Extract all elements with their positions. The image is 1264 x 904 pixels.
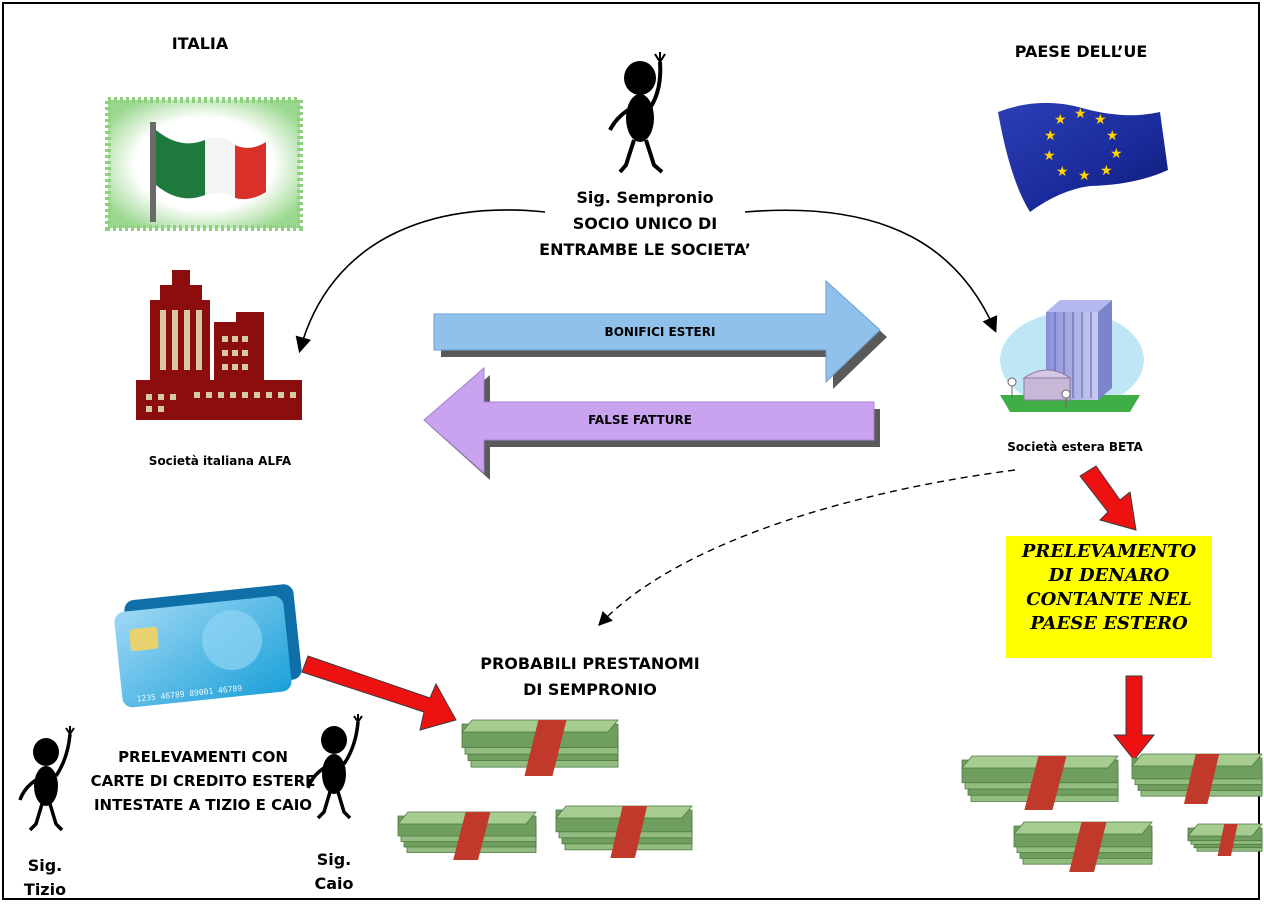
building-alfa-icon: [136, 270, 302, 420]
false-invoice-label: FALSE FATTURE: [588, 413, 692, 427]
credit-card-icon: 1235 46789 89001 46789: [114, 584, 302, 708]
company-alfa-label: Società italiana ALFA: [148, 454, 292, 468]
money-stack-icon: [961, 755, 1119, 810]
red-arrow-card-to-money: [301, 655, 457, 731]
svg-text:★: ★: [1043, 148, 1056, 164]
money-stack-icon: [555, 805, 693, 858]
eu-flag-icon: ★ ★ ★ ★ ★ ★ ★ ★ ★ ★: [998, 102, 1168, 212]
sempronio-role-line2: ENTRAMBE LE SOCIETA’: [539, 240, 751, 259]
building-beta-icon: [1000, 300, 1144, 412]
money-stack-icon: [461, 719, 619, 776]
svg-text:★: ★: [1110, 146, 1123, 162]
wire-transfer-arrow: [433, 279, 887, 389]
beta-to-nominees-arrow: [598, 469, 1016, 627]
withdrawal-line: CONTANTE NEL: [1026, 589, 1192, 610]
sempronio-role-line1: SOCIO UNICO DI: [572, 214, 718, 233]
money-stack-icon: [1013, 821, 1153, 872]
nominees-line1: PROBABILI PRESTANOMI: [480, 654, 700, 673]
caio-label-line2: Caio: [314, 874, 354, 893]
withdrawal-text: PRELEVAMENTO DI DENARO CONTANTE NEL PAES…: [1006, 540, 1212, 636]
svg-text:★: ★: [1054, 112, 1067, 128]
italy-title: ITALIA: [171, 34, 229, 53]
withdrawal-box: [1006, 536, 1212, 658]
tizio-label-line1: Sig.: [27, 856, 63, 875]
withdrawal-line: PAESE ESTERO: [1030, 613, 1188, 634]
svg-text:★: ★: [1100, 163, 1113, 179]
svg-text:★: ★: [1078, 168, 1091, 184]
italy-flag-icon: [105, 97, 303, 231]
money-stack-icon: [1131, 753, 1263, 804]
company-beta-label: Società estera BETA: [1007, 440, 1143, 454]
eu-title: PAESE DELL’UE: [1014, 42, 1148, 61]
red-arrow-to-withdrawal: [1079, 465, 1137, 531]
owner-to-alfa-arrow: [295, 209, 546, 354]
person-icon: [608, 52, 666, 174]
card-withdrawals-line2: CARTE DI CREDITO ESTERE: [90, 772, 316, 790]
tizio-label-line2: Tizio: [23, 880, 67, 899]
nominees-line2: DI SEMPRONIO: [523, 680, 657, 699]
money-stack-icon: [397, 811, 537, 860]
caio-label-line1: Sig.: [316, 850, 352, 869]
card-withdrawals-line1: PRELEVAMENTI CON: [118, 748, 288, 766]
wire-transfer-label: BONIFICI ESTERI: [604, 325, 716, 339]
false-invoice-arrow: [423, 366, 880, 480]
sempronio-name: Sig. Sempronio: [576, 188, 714, 207]
money-stack-icon: [1187, 823, 1263, 856]
owner-to-beta-arrow: [744, 209, 998, 333]
person-icon: [18, 726, 75, 832]
red-arrow-to-cash: [1112, 675, 1156, 761]
svg-text:★: ★: [1106, 128, 1119, 144]
svg-text:★: ★: [1056, 164, 1069, 180]
withdrawal-line: DI DENARO: [1048, 565, 1170, 586]
person-icon: [306, 714, 363, 820]
withdrawal-line: PRELEVAMENTO: [1021, 541, 1197, 562]
svg-text:★: ★: [1094, 112, 1107, 128]
card-withdrawals-line3: INTESTATE A TIZIO E CAIO: [93, 796, 313, 814]
svg-text:★: ★: [1074, 106, 1087, 122]
svg-text:★: ★: [1044, 128, 1057, 144]
